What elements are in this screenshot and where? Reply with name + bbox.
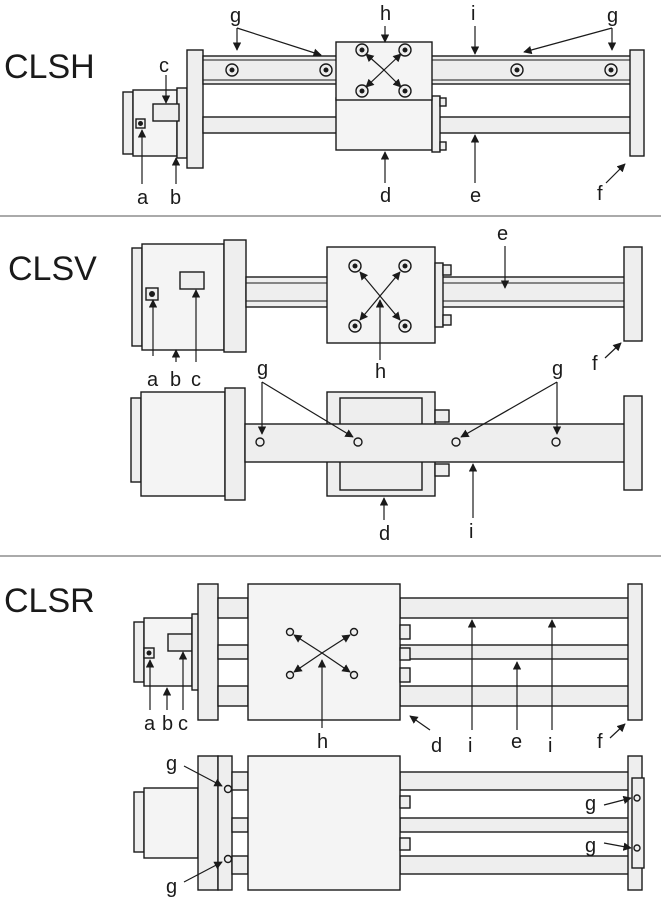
- clsv-label-e: e: [497, 223, 508, 245]
- clsh-label-a: a: [137, 187, 149, 209]
- clsv-label-g2: g: [552, 358, 563, 380]
- clsr-label-b: b: [162, 713, 173, 735]
- clsr-label-h: h: [317, 731, 328, 753]
- clsr-label-i2: i: [548, 735, 552, 757]
- clsr-label-e: e: [511, 731, 522, 753]
- clsh-motor: [122, 87, 188, 159]
- clsh-label-c: c: [159, 55, 169, 77]
- clsh-label-g2: g: [607, 5, 618, 27]
- clsh-label-g1: g: [230, 5, 241, 27]
- clsh-section: CLSH: [4, 3, 645, 209]
- clsv-label-b: b: [170, 369, 181, 391]
- clsv-label-c: c: [191, 369, 201, 391]
- clsh-label-b: b: [170, 187, 181, 209]
- clsh-label-i: i: [471, 3, 475, 25]
- clsv-label-f: f: [592, 353, 598, 375]
- clsh-right-end-plate: [629, 49, 645, 157]
- clsr-label-a: a: [144, 713, 156, 735]
- clsh-rail-bolts: [225, 63, 618, 77]
- clsr-label-g2: g: [166, 876, 177, 898]
- clsh-label-d: d: [380, 185, 391, 207]
- clsh-label-plate: [152, 103, 180, 122]
- clsv-label-h: h: [375, 361, 386, 383]
- clsv-label-d: d: [379, 523, 390, 545]
- clsh-top-plate: [335, 41, 433, 101]
- clsv-title: CLSV: [8, 250, 97, 288]
- clsh-title: CLSH: [4, 48, 95, 86]
- clsv-label-a: a: [147, 369, 159, 391]
- clsh-label-e: e: [470, 185, 481, 207]
- clsr-section: CLSR: [4, 582, 645, 898]
- clsr-label-g4: g: [585, 835, 596, 857]
- clsr-label-f: f: [597, 731, 603, 753]
- clsv-label-i: i: [469, 521, 473, 543]
- clsh-label-h: h: [380, 3, 391, 25]
- clsv-top-view: [131, 239, 643, 353]
- clsr-side-view: [133, 755, 645, 891]
- clsr-label-g3: g: [585, 793, 596, 815]
- clsr-label-d: d: [431, 735, 442, 757]
- clsr-top-view: [133, 583, 643, 721]
- clsv-section: CLSV: [8, 223, 643, 545]
- clsr-title: CLSR: [4, 582, 95, 620]
- clsr-label-g1: g: [166, 753, 177, 775]
- clsh-carriage: [335, 41, 447, 153]
- clsh-left-end-plate: [186, 49, 204, 169]
- clsv-label-g1: g: [257, 358, 268, 380]
- clsh-label-f: f: [597, 183, 603, 205]
- clsr-label-c: c: [178, 713, 188, 735]
- clsr-label-i1: i: [468, 735, 472, 757]
- clsv-side-view: [130, 387, 643, 501]
